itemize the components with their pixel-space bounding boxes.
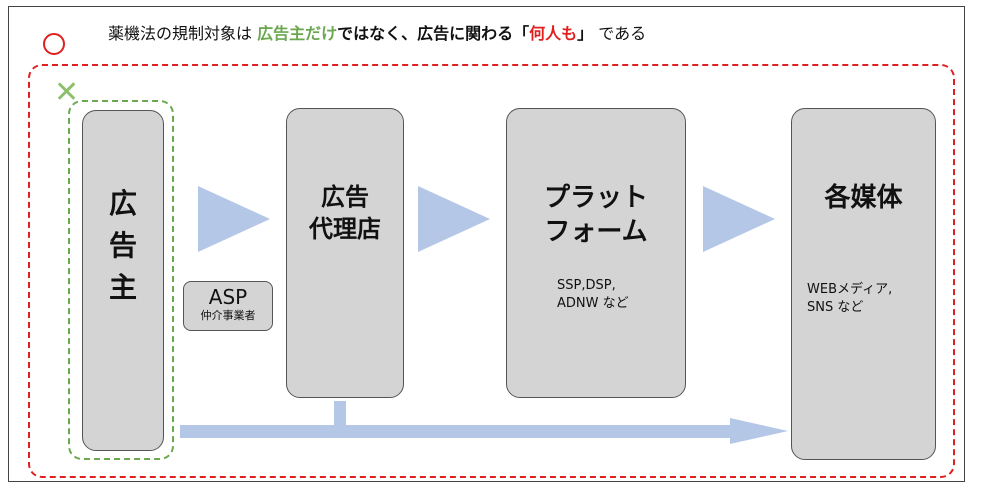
advertiser-box: 広 告 主 bbox=[82, 110, 164, 451]
arrow-agency-to-platform bbox=[418, 186, 490, 252]
header-part-7: である bbox=[598, 24, 647, 43]
agency-title: 広告 代理店 bbox=[309, 183, 381, 243]
arrow-platform-to-media bbox=[703, 186, 775, 252]
ng-cross-icon: ✕ bbox=[54, 75, 80, 110]
media-box: 各媒体 WEBメディア, SNS など bbox=[791, 108, 936, 460]
media-title: 各媒体 bbox=[824, 183, 903, 213]
platform-examples: SSP,DSP, ADNW など bbox=[557, 278, 629, 311]
outer-frame bbox=[8, 6, 965, 482]
header-part-4: 広告に関わる「 bbox=[417, 24, 530, 43]
regulated-scope-boundary bbox=[28, 64, 955, 478]
header-text: 薬機法の規制対象は 広告主だけではなく、広告に関わる「何人も」 である bbox=[108, 20, 646, 44]
header-part-2: 広告主だけ bbox=[257, 24, 338, 43]
header-part-3: ではなく、 bbox=[337, 24, 418, 43]
asp-box: ASP 仲介事業者 bbox=[183, 281, 273, 331]
ok-circle-icon bbox=[43, 33, 65, 55]
bypass-arrowhead bbox=[730, 418, 788, 444]
platform-title: プラット フォーム bbox=[543, 183, 648, 247]
header-part-1: 薬機法の規制対象は bbox=[108, 24, 253, 43]
advertiser-title: 広 告 主 bbox=[108, 187, 137, 304]
arrow-advertiser-to-agency bbox=[198, 186, 270, 252]
asp-subtitle: 仲介事業者 bbox=[200, 309, 256, 322]
bypass-bar bbox=[180, 425, 735, 438]
media-examples: WEBメディア, SNS など bbox=[807, 282, 893, 315]
asp-title: ASP bbox=[208, 285, 248, 309]
advertiser-only-boundary bbox=[68, 100, 174, 460]
connector-agency-down bbox=[334, 401, 346, 425]
header-part-6: 」 bbox=[577, 24, 594, 43]
platform-box: プラット フォーム SSP,DSP, ADNW など bbox=[506, 108, 686, 398]
header-part-5: 何人も bbox=[529, 24, 578, 43]
agency-box: 広告 代理店 bbox=[286, 108, 404, 398]
